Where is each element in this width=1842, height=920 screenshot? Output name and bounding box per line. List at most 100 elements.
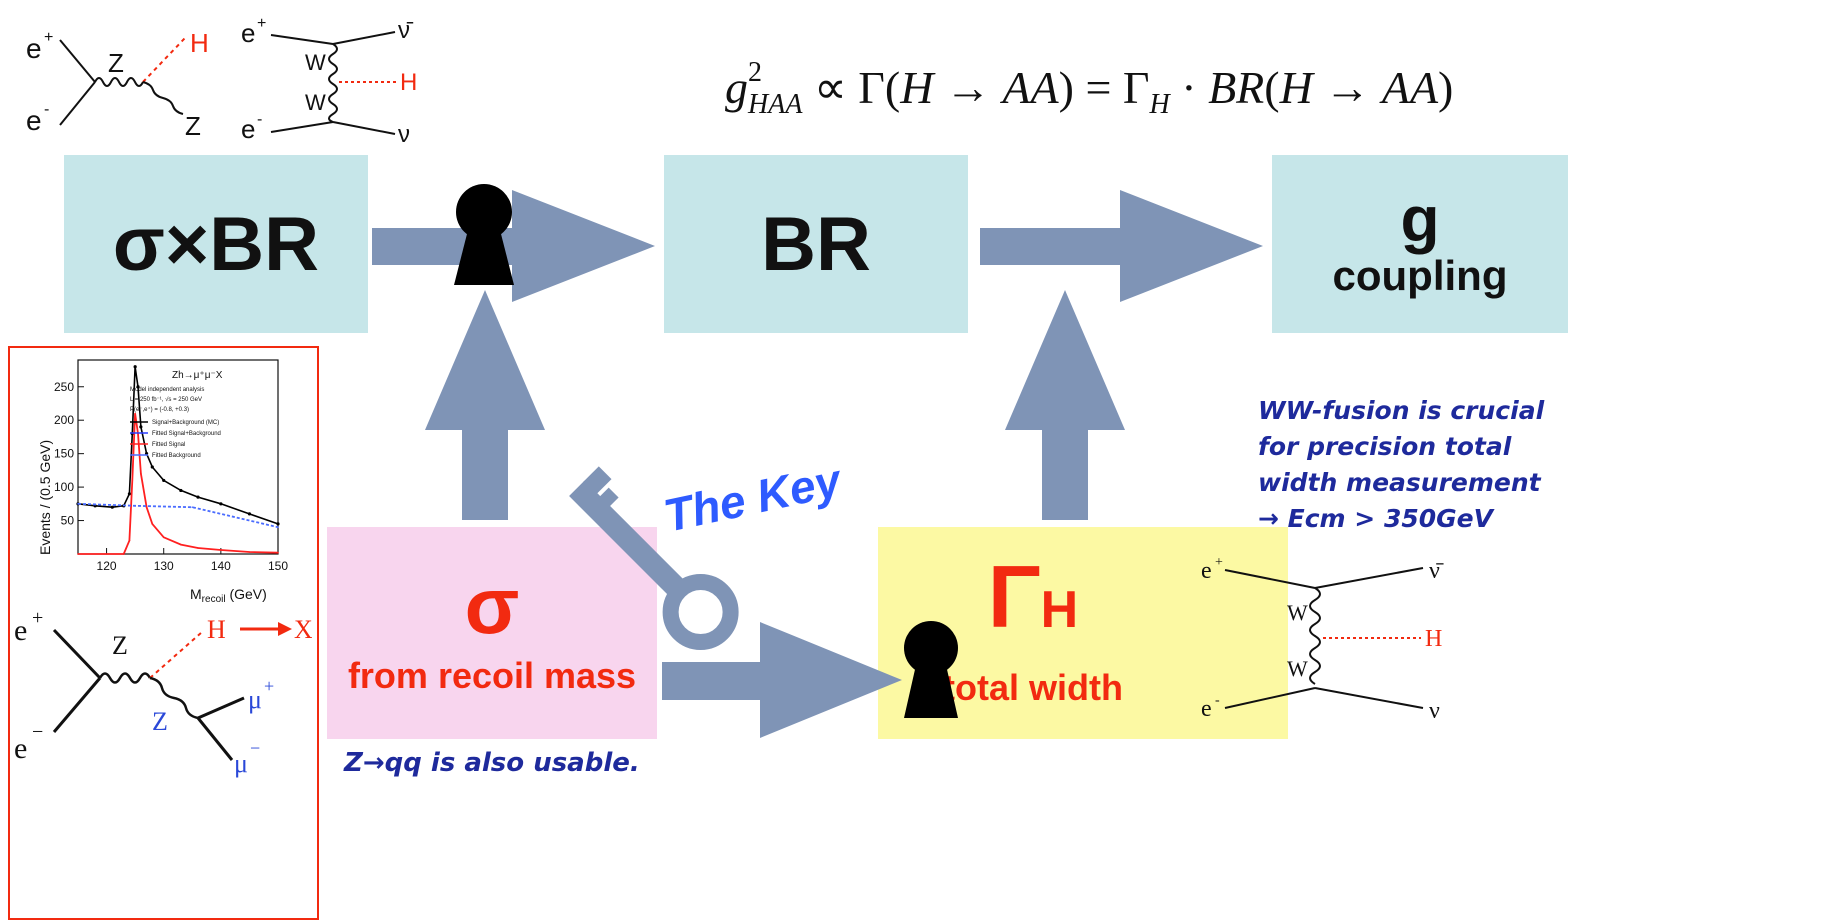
zh-z1-label: Z (108, 48, 124, 78)
arrow-sigma-to-gamma (662, 622, 902, 738)
series-point-0 (276, 522, 280, 526)
zh-z2-line (142, 81, 184, 115)
series-point-1 (162, 536, 165, 539)
x-tick-label: 130 (154, 559, 174, 573)
ww-right-h-label: H (1425, 626, 1442, 652)
sigma-br-label: σ×BR (112, 201, 320, 287)
ww-top-w-propagator (328, 43, 338, 123)
series-point-1 (134, 412, 136, 415)
series-point-1 (151, 523, 154, 525)
y-tick-label: 50 (61, 514, 75, 528)
ww-right-w2-label: W (1287, 656, 1308, 681)
legend-item-label: Signal+Background (MC) (152, 420, 219, 426)
series-point-2 (191, 506, 194, 508)
series-point-2 (277, 526, 279, 529)
ww-right-e-plus-label: e (1201, 558, 1212, 584)
ww-top-e-minus-label: e (241, 114, 255, 144)
sigma-symbol: σ (464, 561, 520, 650)
ww-top-w2-label: W (305, 90, 326, 115)
y-tick-label: 250 (54, 380, 74, 394)
legend-line1: Model independent analysis (130, 387, 204, 393)
coupling-formula: g2HAA ∝ Γ(H → AA) = ΓH · BR(H → AA) (725, 56, 1454, 121)
series-point-1 (277, 551, 279, 554)
ww-fusion-note: WW-fusion is crucial for precision total… (1258, 393, 1544, 537)
series-point-0 (247, 512, 252, 516)
series-point-0 (133, 365, 137, 369)
series-point-2 (77, 503, 79, 505)
series-point-0 (150, 465, 154, 469)
keyhole-top-icon (454, 184, 514, 285)
series-point-1 (140, 472, 142, 475)
zh-z2-label: Z (185, 111, 201, 140)
plot-ylabel: Events / (0.5 GeV) (37, 440, 53, 555)
zh-e-minus-sign: - (44, 101, 49, 118)
series-point-0 (136, 385, 140, 389)
ww-fusion-top-diagram: e + e - W W H ν̄ ν (241, 15, 417, 148)
zh-e-plus-sign: + (44, 29, 53, 46)
arrow-gamma-up (1005, 290, 1125, 520)
y-tick-label: 150 (54, 447, 74, 461)
series-point-1 (128, 539, 131, 542)
series-point-1 (131, 479, 134, 482)
ww-right-plus-sign: + (1215, 555, 1223, 570)
plot-frame (77, 359, 279, 555)
zh-e-plus-label: e (26, 33, 42, 64)
series-point-0 (179, 488, 183, 493)
ww-top-h-label: H (400, 69, 417, 96)
recoil-z1-label: Z (112, 631, 128, 660)
series-point-1 (197, 547, 199, 549)
zh-h-label: H (190, 28, 209, 58)
series-point-0 (139, 425, 143, 429)
legend-line2: L = 250 fb⁻¹, √s = 250 GeV (130, 396, 202, 403)
recoil-z2-label: Z (152, 707, 168, 736)
ww-fusion-right-diagram: e + e - W W H ν̄ ν (1201, 555, 1444, 724)
ww-right-e-minus-label: e (1201, 696, 1212, 722)
recoil-e-plus-label: e (14, 614, 27, 647)
zqq-note: Z→qq is also usable. (344, 748, 640, 778)
series-line-2 (77, 502, 279, 529)
recoil-mu-plus-sign: + (264, 676, 274, 696)
ww-top-nu-line (332, 121, 396, 135)
series-point-0 (196, 495, 200, 499)
recoil-e-minus-label: e (14, 732, 27, 765)
zh-e-minus-label: e (26, 105, 42, 136)
series-point-1 (122, 553, 125, 555)
plot-xlabel: Mrecoil (GeV) (190, 586, 267, 605)
zh-e-minus-line (59, 81, 96, 126)
series-point-1 (220, 549, 222, 551)
series-point-0 (127, 492, 132, 496)
ww-top-minus-sign: - (257, 111, 262, 128)
recoil-mu-minus-sign: − (250, 738, 260, 758)
recoil-mu-minus-label: μ (234, 749, 248, 778)
legend-item-label: Fitted Background (152, 453, 201, 459)
ww-note-line2: for precision total (1258, 432, 1512, 461)
ww-top-e-plus-label: e (241, 18, 255, 48)
series-point-1 (180, 543, 182, 546)
legend-title: Zh→μ⁺μ⁻X (172, 370, 223, 381)
keyhole-bottom-icon (904, 621, 958, 718)
series-point-2 (134, 505, 136, 507)
arrow-br-to-g (980, 190, 1263, 302)
arrow-sigma-up (425, 290, 545, 520)
y-tick-label: 200 (54, 413, 74, 427)
arrow-sigmabr-to-br (372, 190, 655, 302)
x-tick-label: 120 (97, 559, 117, 573)
zh-z-propagator (94, 77, 144, 87)
plot-legend: Zh→μ⁺μ⁻X Model independent analysis L = … (130, 370, 223, 459)
sigma-recoil-box: σ from recoil mass (327, 527, 657, 739)
ww-right-nu-label: ν (1429, 698, 1440, 724)
recoil-x-label: X (294, 615, 312, 644)
ww-top-nubar-line (332, 31, 396, 45)
br-box: BR (664, 155, 968, 333)
gamma-h-symbol: ΓH (987, 547, 1079, 646)
sigma-br-box: σ×BR (64, 155, 368, 333)
zh-e-plus-line (59, 39, 96, 83)
ww-note-line4: → Ecm > 350GeV (1258, 504, 1493, 533)
y-tick-label: 100 (54, 480, 74, 494)
sigma-caption: from recoil mass (347, 655, 637, 696)
ww-top-plus-sign: + (257, 15, 266, 32)
recoil-h-label: H (207, 615, 226, 644)
g-label: g (1400, 183, 1440, 255)
ww-top-e-plus-line (270, 34, 334, 45)
